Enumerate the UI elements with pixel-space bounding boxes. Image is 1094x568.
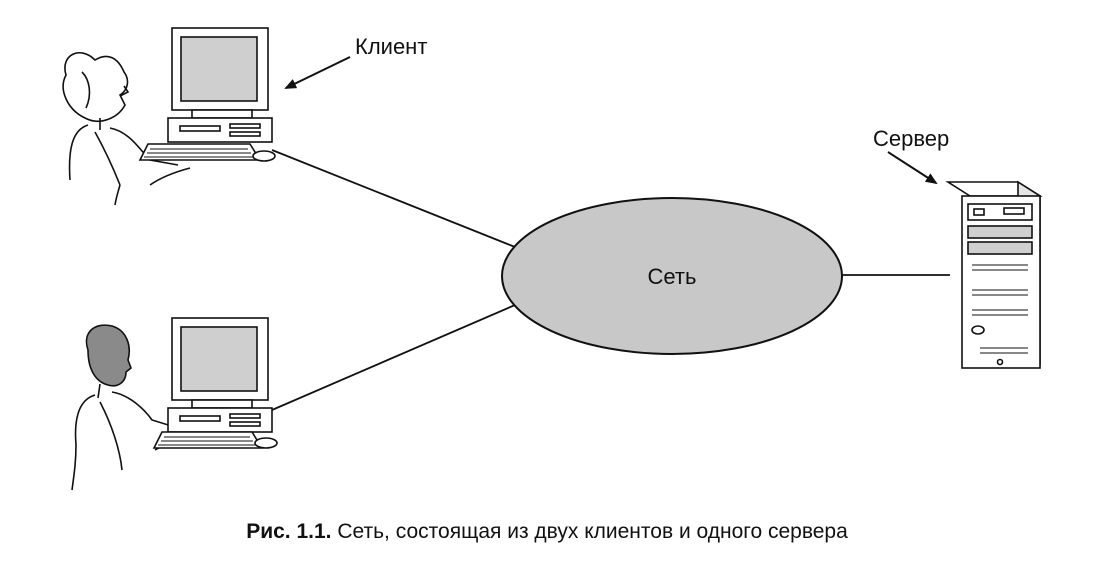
server-label: Сервер bbox=[873, 126, 949, 151]
desktop-computer-icon-2 bbox=[152, 317, 278, 449]
client-arrow bbox=[284, 56, 351, 89]
network-node: Сеть bbox=[501, 197, 843, 355]
client-workstation-1 bbox=[62, 27, 276, 206]
server-vent-lines bbox=[972, 264, 1028, 354]
woman-user-icon bbox=[62, 51, 191, 206]
caption-prefix: Рис. 1.1. bbox=[246, 520, 332, 543]
client-workstation-2 bbox=[71, 317, 278, 491]
desktop-computer-icon bbox=[138, 27, 276, 162]
network-label: Сеть bbox=[648, 264, 697, 289]
client-label: Клиент bbox=[355, 34, 427, 59]
client2-network-link bbox=[271, 304, 516, 411]
figure-caption: Рис. 1.1. Сеть, состоящая из двух клиент… bbox=[0, 520, 1094, 544]
caption-text: Сеть, состоящая из двух клиентов и одног… bbox=[337, 520, 848, 543]
network-cloud bbox=[501, 197, 843, 355]
client1-network-link bbox=[271, 149, 516, 248]
server-arrow bbox=[887, 151, 938, 185]
server-tower-icon bbox=[945, 180, 1043, 369]
